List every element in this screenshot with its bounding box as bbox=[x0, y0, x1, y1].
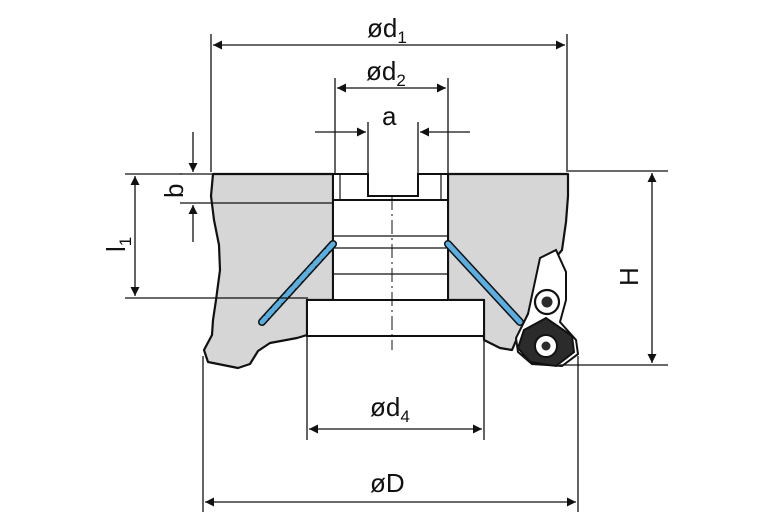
coolant-channel-left bbox=[258, 240, 337, 326]
label-D: øD bbox=[370, 468, 405, 498]
label-b: b bbox=[159, 184, 189, 198]
insert-assembly bbox=[514, 248, 580, 368]
label-H: H bbox=[614, 267, 644, 286]
drive-slot bbox=[332, 173, 449, 201]
center-bore bbox=[332, 199, 449, 301]
dimension-a: a bbox=[315, 101, 470, 174]
label-l1: l1 bbox=[101, 237, 135, 252]
label-a: a bbox=[382, 101, 397, 131]
coolant-channel-right bbox=[444, 240, 524, 326]
dimension-d4: ød4 bbox=[306, 336, 485, 440]
torx-screw-icon bbox=[541, 296, 553, 308]
dimension-l1: l1 bbox=[101, 173, 308, 299]
dimension-H: H bbox=[560, 170, 668, 366]
dimension-D: øD bbox=[202, 356, 579, 512]
label-d1: ød1 bbox=[367, 13, 407, 47]
dimension-d2: ød2 bbox=[334, 56, 449, 174]
dimension-b: b bbox=[159, 132, 334, 242]
torx-screw-icon bbox=[541, 341, 551, 351]
bottom-recess bbox=[306, 299, 485, 337]
label-d4: ød4 bbox=[370, 392, 410, 426]
dimension-d1: ød1 bbox=[210, 13, 568, 172]
label-d2: ød2 bbox=[366, 56, 406, 90]
